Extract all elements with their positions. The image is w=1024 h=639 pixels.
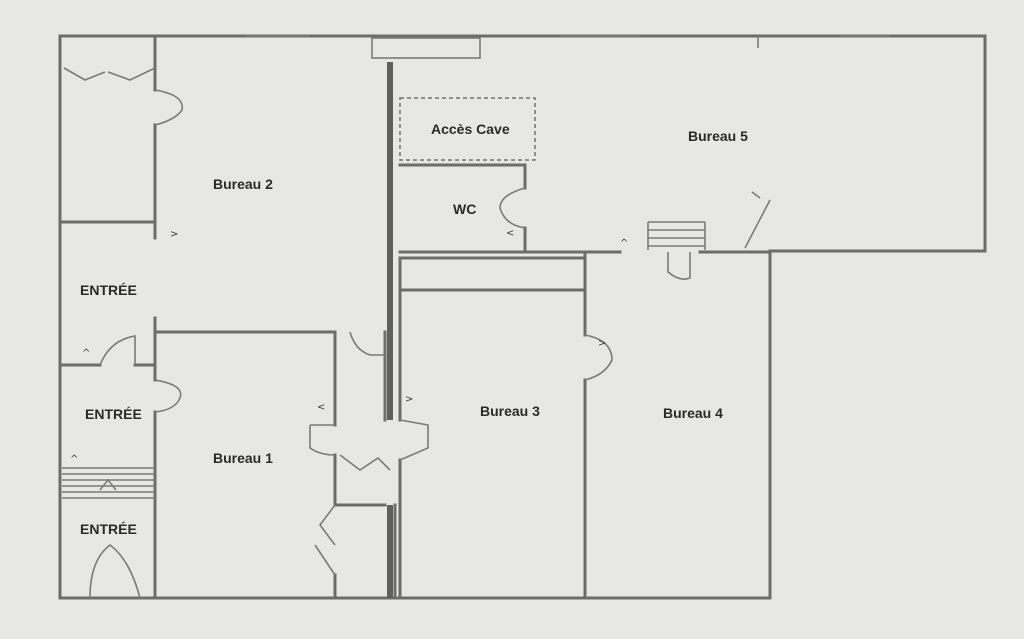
room-label-bureau1: Bureau 1 (213, 450, 273, 466)
room-label-bureau4: Bureau 4 (663, 405, 723, 421)
direction-marks: > ^ ^ < > < ^ > (70, 228, 628, 465)
room-label-entree-top: ENTRÉE (80, 282, 137, 298)
svg-text:^: ^ (620, 238, 628, 249)
room-label-bureau5: Bureau 5 (688, 128, 748, 144)
stairs-top (647, 221, 706, 250)
svg-text:^: ^ (82, 348, 90, 359)
svg-text:<: < (317, 402, 325, 413)
outer-walls (58, 34, 987, 600)
bureau1-walls (153, 330, 387, 600)
left-strip-walls (58, 34, 157, 600)
room-label-wc: WC (453, 201, 476, 217)
window-marks (245, 35, 890, 59)
room-label-bureau2: Bureau 2 (213, 176, 273, 192)
wc-walls (398, 97, 772, 260)
svg-text:>: > (405, 394, 413, 405)
door-swings (63, 67, 771, 599)
stairs-left (62, 467, 155, 499)
room-label-entree-bottom: ENTRÉE (80, 521, 137, 537)
room-label-acces-cave: Accès Cave (431, 121, 510, 137)
svg-text:^: ^ (70, 454, 78, 465)
svg-text:>: > (170, 229, 178, 240)
svg-text:<: < (506, 228, 514, 239)
bureau3-4-walls (398, 250, 587, 600)
room-label-entree-middle: ENTRÉE (85, 406, 142, 422)
central-partition (383, 62, 397, 600)
room-label-bureau3: Bureau 3 (480, 403, 540, 419)
svg-text:>: > (598, 338, 606, 349)
